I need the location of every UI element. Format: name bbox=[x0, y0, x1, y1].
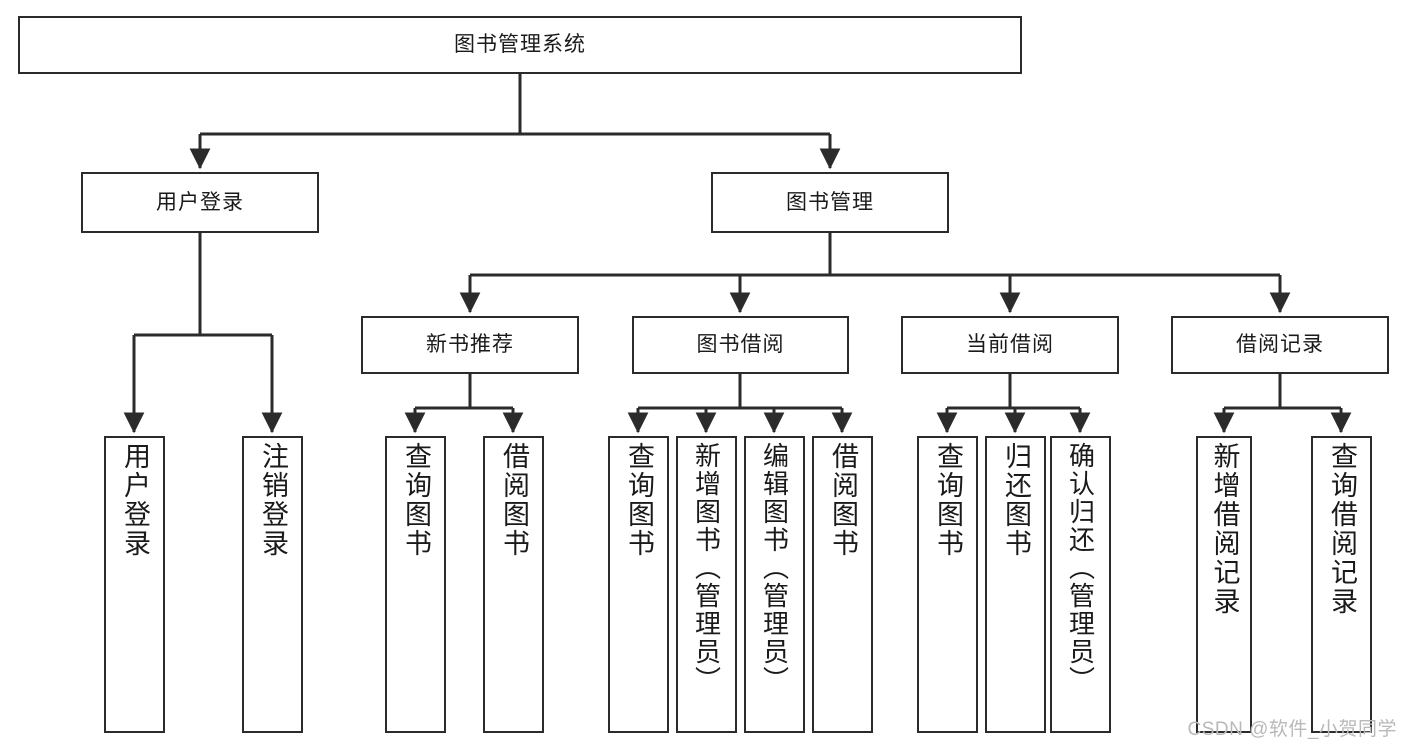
node-book-borrow-label: 图书借阅 bbox=[696, 333, 785, 357]
leaf-node[interactable]: 借阅图书 bbox=[483, 436, 544, 733]
node-new-book-recommend[interactable]: 新书推荐 bbox=[361, 316, 579, 374]
leaf-node-label: 归还图书 bbox=[1001, 442, 1031, 558]
leaf-node[interactable]: 编辑图书（管理员） bbox=[744, 436, 805, 733]
leaf-node-label: 用户登录 bbox=[120, 442, 150, 558]
node-book-borrow[interactable]: 图书借阅 bbox=[632, 316, 849, 374]
leaf-node-label: 新增借阅记录 bbox=[1209, 442, 1240, 616]
leaf-node[interactable]: 归还图书 bbox=[985, 436, 1046, 733]
leaf-node-label: 确认归还（管理员） bbox=[1065, 442, 1096, 694]
node-book-management-label: 图书管理 bbox=[786, 190, 874, 214]
leaf-node-label: 查询图书 bbox=[401, 442, 431, 558]
leaf-node[interactable]: 查询借阅记录 bbox=[1311, 436, 1372, 733]
node-root[interactable]: 图书管理系统 bbox=[18, 16, 1022, 74]
leaf-node[interactable]: 用户登录 bbox=[104, 436, 165, 733]
node-borrow-record-label: 借阅记录 bbox=[1236, 333, 1324, 357]
leaf-node[interactable]: 查询图书 bbox=[608, 436, 669, 733]
node-current-borrow-label: 当前借阅 bbox=[966, 333, 1054, 357]
leaf-node[interactable]: 借阅图书 bbox=[812, 436, 873, 733]
leaf-node-label: 新增图书（管理员） bbox=[691, 442, 722, 694]
node-root-label: 图书管理系统 bbox=[454, 33, 586, 57]
leaf-node[interactable]: 新增图书（管理员） bbox=[676, 436, 737, 733]
leaf-node-label: 查询借阅记录 bbox=[1327, 442, 1357, 616]
leaf-node-label: 查询图书 bbox=[624, 442, 654, 558]
leaf-node[interactable]: 确认归还（管理员） bbox=[1050, 436, 1111, 733]
node-new-book-recommend-label: 新书推荐 bbox=[426, 333, 514, 357]
leaf-node[interactable]: 查询图书 bbox=[385, 436, 446, 733]
leaf-node[interactable]: 查询图书 bbox=[917, 436, 978, 733]
node-user-login-label: 用户登录 bbox=[156, 190, 244, 214]
node-current-borrow[interactable]: 当前借阅 bbox=[901, 316, 1119, 374]
node-book-management[interactable]: 图书管理 bbox=[711, 172, 949, 233]
leaf-node-label: 查询图书 bbox=[933, 442, 963, 558]
leaf-node-label: 借阅图书 bbox=[499, 442, 529, 558]
leaf-node[interactable]: 注销登录 bbox=[242, 436, 303, 733]
node-borrow-record[interactable]: 借阅记录 bbox=[1171, 316, 1389, 374]
leaf-node-label: 编辑图书（管理员） bbox=[759, 442, 790, 694]
node-user-login[interactable]: 用户登录 bbox=[81, 172, 319, 233]
leaf-node[interactable]: 新增借阅记录 bbox=[1196, 436, 1252, 733]
leaf-node-label: 注销登录 bbox=[258, 442, 288, 558]
leaf-node-label: 借阅图书 bbox=[828, 442, 858, 558]
